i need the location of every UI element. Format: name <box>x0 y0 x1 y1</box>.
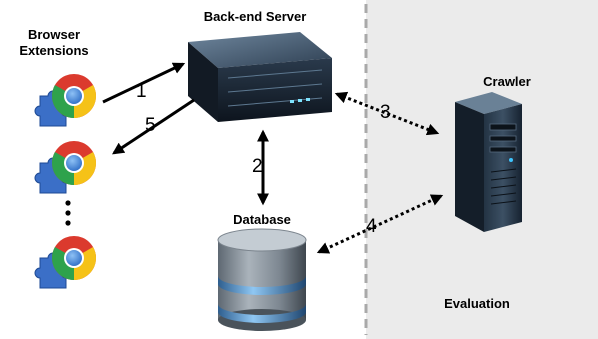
chrome-extension-icon <box>34 140 97 194</box>
edge-label-3: 3 <box>380 102 391 123</box>
browser-extensions-label-line1: Browser <box>27 27 81 42</box>
edge-label-5: 5 <box>145 115 156 136</box>
rack-server-icon <box>188 32 332 122</box>
browser-extensions-label-line2: Extensions <box>19 43 89 58</box>
backend-server-label: Back-end Server <box>203 9 307 24</box>
database-cylinder-icon <box>217 228 307 331</box>
vertical-ellipsis-icon <box>65 200 71 226</box>
browser-extensions-label: Browser Extensions <box>4 27 104 59</box>
chrome-extension-icon <box>34 73 97 127</box>
chrome-extension-icon <box>34 235 97 289</box>
evaluation-label: Evaluation <box>444 296 510 311</box>
edge-label-2: 2 <box>252 156 263 177</box>
database-label: Database <box>233 212 291 227</box>
edge-label-1: 1 <box>136 81 147 102</box>
edge-label-4: 4 <box>366 216 377 237</box>
arrow-5 <box>111 98 195 155</box>
arrow-4 <box>316 194 444 254</box>
crawler-label: Crawler <box>483 74 531 89</box>
arrow-1 <box>102 62 186 104</box>
tower-computer-icon <box>455 92 522 232</box>
